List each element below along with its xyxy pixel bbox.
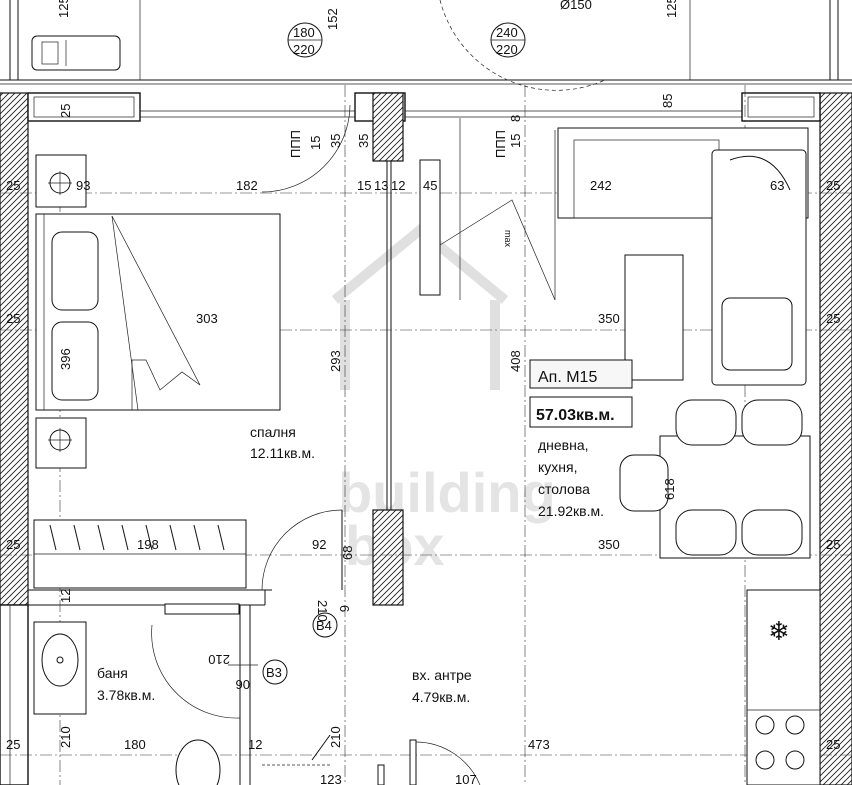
svg-text:6: 6 [337,605,352,612]
svg-text:293: 293 [328,350,343,372]
svg-text:15: 15 [308,136,323,150]
svg-text:8: 8 [508,115,523,122]
svg-text:220: 220 [496,42,518,57]
balcony-strip: 125 152 125 Ø150 [0,0,852,91]
svg-text:25: 25 [6,178,20,193]
watermark: building box [331,223,556,577]
dim-125-right: 125 [664,0,679,18]
svg-text:85: 85 [660,94,675,108]
svg-text:408: 408 [508,350,523,372]
svg-text:25: 25 [6,737,20,752]
svg-text:спалня: спалня [250,424,296,440]
svg-text:дневна,: дневна, [538,437,589,453]
svg-text:92: 92 [312,537,326,552]
svg-text:25: 25 [826,311,840,326]
svg-text:182: 182 [236,178,258,193]
door-panel [419,159,441,296]
bedroom-furniture [33,104,351,591]
opening-tag-2: 240 220 [490,22,526,58]
svg-text:396: 396 [58,348,73,370]
svg-text:93: 93 [76,178,90,193]
ppp-label-left: ППП [288,130,303,158]
bath-fixtures [33,603,481,785]
nightstand-bottom [35,417,87,469]
svg-text:473: 473 [528,737,550,752]
ac-unit [31,35,121,71]
svg-text:12: 12 [391,178,405,193]
diameter-label: Ø150 [560,0,592,12]
svg-text:35: 35 [356,134,371,148]
kitchen-counter [746,589,821,785]
svg-text:12: 12 [58,589,73,603]
svg-text:кухня,: кухня, [538,459,577,475]
apartment-total-area: 57.03кв.м. [536,407,615,424]
svg-text:15: 15 [508,134,523,148]
interior-walls [28,92,404,785]
svg-text:15: 15 [357,178,371,193]
svg-text:210: 210 [58,726,73,748]
svg-text:123: 123 [320,772,342,785]
svg-text:25: 25 [6,311,20,326]
svg-text:180: 180 [124,737,146,752]
svg-text:210: 210 [315,600,330,622]
tag-b4: B4 [312,612,338,638]
pillow-bottom [51,321,99,401]
svg-text:35: 35 [328,134,343,148]
svg-text:12.11кв.м.: 12.11кв.м. [250,445,315,461]
svg-text:13: 13 [374,178,388,193]
washbasin [33,621,87,715]
svg-text:25: 25 [826,178,840,193]
svg-text:4.79кв.м.: 4.79кв.м. [412,689,470,705]
svg-text:303: 303 [196,311,218,326]
tv-table [624,254,684,381]
svg-text:63: 63 [770,178,784,193]
svg-text:B3: B3 [266,665,282,680]
svg-text:618: 618 [662,478,677,500]
snowflake-icon: ❄ [768,616,790,646]
living-furniture: ❄ [419,118,821,785]
svg-text:25: 25 [826,737,840,752]
frac-bottom: 06 [236,677,250,692]
svg-text:107: 107 [455,772,477,785]
apartment-id: Ап. М15 [538,369,597,386]
svg-text:240: 240 [496,25,518,40]
tag-b3: B3 210 06 [208,652,288,692]
max-label: max [503,230,513,248]
svg-text:180: 180 [293,25,315,40]
svg-text:21.92кв.м.: 21.92кв.м. [538,503,604,519]
room-label-bedroom: спалня 12.11кв.м. [250,424,315,461]
svg-text:68: 68 [340,546,355,560]
dimension-labels: 25 93 182 15 13 12 45 242 63 25 25 303 3… [6,94,840,785]
dim-125-left: 125 [56,0,71,18]
room-label-living: дневна, кухня, столова 21.92кв.м. [538,437,604,519]
svg-text:220: 220 [293,42,315,57]
room-label-bath: баня 3.78кв.м. [97,665,155,703]
pillow-top [51,231,99,311]
svg-text:12: 12 [248,737,262,752]
svg-text:25: 25 [826,537,840,552]
nightstand-top [35,154,87,208]
svg-text:25: 25 [6,537,20,552]
svg-text:210: 210 [328,726,343,748]
room-label-hall: вх. антре 4.79кв.м. [412,667,472,705]
toilet [175,739,221,785]
svg-text:198: 198 [137,537,159,552]
svg-text:25: 25 [58,104,73,118]
svg-text:3.78кв.м.: 3.78кв.м. [97,687,155,703]
svg-text:B4: B4 [316,618,332,633]
dim-152: 152 [325,8,340,30]
svg-text:вх. антре: вх. антре [412,667,472,683]
svg-text:баня: баня [97,665,128,681]
svg-text:242: 242 [590,178,612,193]
apartment-label: Ап. М15 57.03кв.м. [529,359,633,428]
svg-text:350: 350 [598,537,620,552]
svg-text:350: 350 [598,311,620,326]
svg-text:45: 45 [423,178,437,193]
frac-top: 210 [208,652,230,667]
opening-tag-1: 180 220 [287,22,323,58]
svg-text:столова: столова [538,481,590,497]
ppp-label-right: ППП [493,130,508,158]
